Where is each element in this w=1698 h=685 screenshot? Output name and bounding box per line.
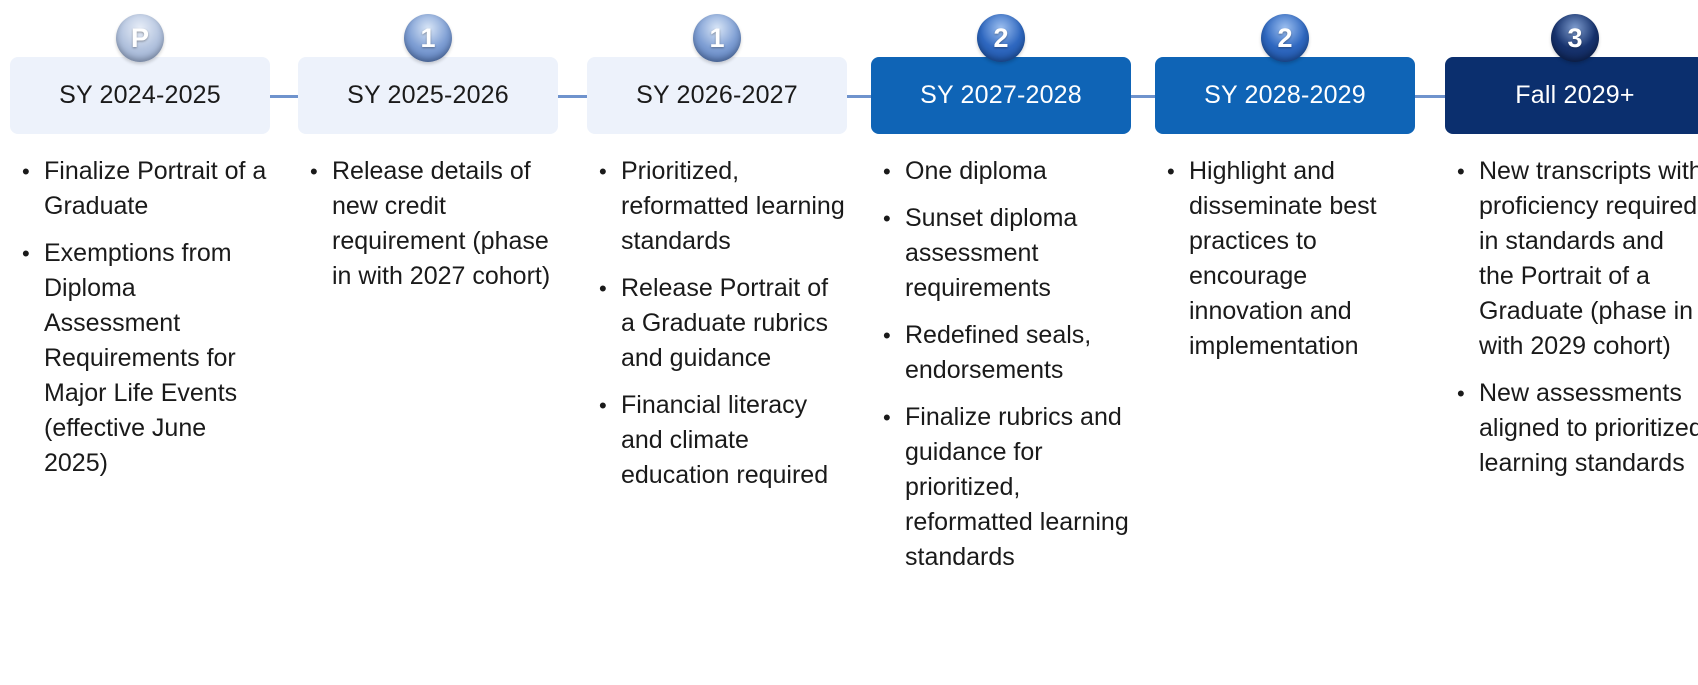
phase-badge-2: 2 — [1261, 14, 1309, 62]
phase-item: New assessments aligned to prioritized l… — [1445, 376, 1698, 481]
phase-sy-2027-2028: 2 SY 2027-2028 One diploma Sunset diplom… — [871, 0, 1131, 685]
phase-sy-2028-2029: 2 SY 2028-2029 Highlight and disseminate… — [1155, 0, 1415, 685]
phase-item-list: One diploma Sunset diploma assessment re… — [871, 154, 1131, 587]
phase-item: Release Portrait of a Graduate rubrics a… — [587, 271, 847, 376]
phase-fall-2029: 3 Fall 2029+ New transcripts with profic… — [1445, 0, 1698, 685]
phase-item: Finalize Portrait of a Graduate — [10, 154, 270, 224]
phase-header: SY 2026-2027 — [587, 57, 847, 134]
phase-badge-1: 1 — [404, 14, 452, 62]
phase-item: Exemptions from Diploma Assessment Requi… — [10, 236, 270, 481]
phase-item: New transcripts with proficiency require… — [1445, 154, 1698, 364]
phase-badge-3: 3 — [1551, 14, 1599, 62]
phase-sy-2025-2026: 1 SY 2025-2026 Release details of new cr… — [298, 0, 558, 685]
phase-header: SY 2028-2029 — [1155, 57, 1415, 134]
phase-item: Redefined seals, endorsements — [871, 318, 1131, 388]
phase-item-list: Finalize Portrait of a Graduate Exemptio… — [10, 154, 270, 493]
phase-item: Finalize rubrics and guidance for priori… — [871, 400, 1131, 575]
phase-header: SY 2025-2026 — [298, 57, 558, 134]
phase-item: Highlight and disseminate best practices… — [1155, 154, 1415, 364]
phase-header: SY 2027-2028 — [871, 57, 1131, 134]
phase-item-list: Prioritized, reformatted learning standa… — [587, 154, 847, 505]
phase-header: SY 2024-2025 — [10, 57, 270, 134]
phase-sy-2026-2027: 1 SY 2026-2027 Prioritized, reformatted … — [587, 0, 847, 685]
phase-badge-p: P — [116, 14, 164, 62]
phase-item: Sunset diploma assessment requirements — [871, 201, 1131, 306]
phase-badge-2: 2 — [977, 14, 1025, 62]
phase-item: One diploma — [871, 154, 1131, 189]
phase-item-list: Release details of new credit requiremen… — [298, 154, 558, 306]
phase-item: Financial literacy and climate education… — [587, 388, 847, 493]
timeline-connector — [40, 95, 1658, 98]
phase-item-list: New transcripts with proficiency require… — [1445, 154, 1698, 493]
phase-item: Prioritized, reformatted learning standa… — [587, 154, 847, 259]
phase-sy-2024-2025: P SY 2024-2025 Finalize Portrait of a Gr… — [10, 0, 270, 685]
phase-item: Release details of new credit requiremen… — [298, 154, 558, 294]
phase-badge-1: 1 — [693, 14, 741, 62]
phase-header: Fall 2029+ — [1445, 57, 1698, 134]
phase-item-list: Highlight and disseminate best practices… — [1155, 154, 1415, 376]
